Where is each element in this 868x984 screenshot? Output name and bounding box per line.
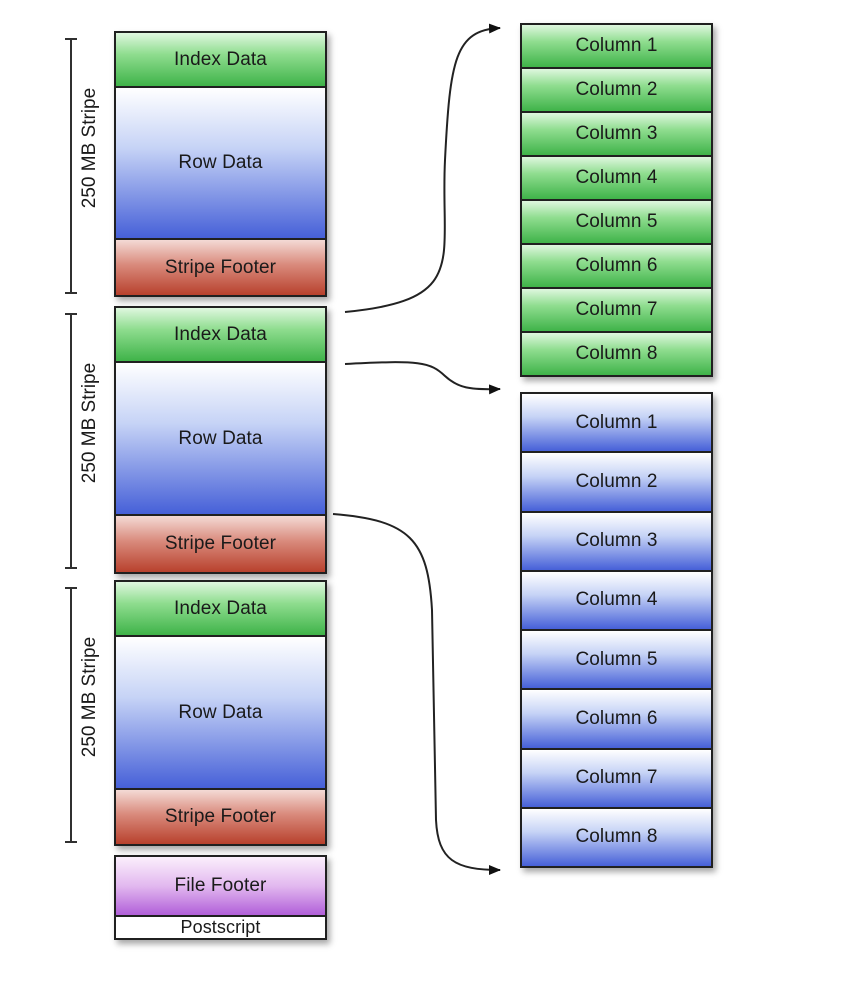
row-column-6: Column 6 <box>522 690 711 750</box>
row-column-3: Column 3 <box>522 512 711 572</box>
stripe-1-label: 250 MB Stripe <box>79 87 100 209</box>
stripe-3-index-data: Index Data <box>116 582 325 637</box>
arrow-footer-to-columns <box>332 513 501 875</box>
index-column-4: Column 4 <box>522 157 711 201</box>
stripe-3-bracket <box>65 587 84 843</box>
index-column-7: Column 7 <box>522 289 711 333</box>
file-footer: File Footer <box>116 857 325 917</box>
index-column-1: Column 1 <box>522 25 711 69</box>
row-column-4: Column 4 <box>522 571 711 631</box>
stripe-1: Index Data Row Data Stripe Footer <box>114 31 327 297</box>
stripe-2-bracket <box>65 313 84 569</box>
index-column-6: Column 6 <box>522 245 711 289</box>
row-column-8: Column 8 <box>522 808 711 866</box>
row-column-1: Column 1 <box>522 394 711 454</box>
stripe-1-row-data: Row Data <box>116 88 325 240</box>
row-column-5: Column 5 <box>522 631 711 691</box>
stripe-3-stripe-footer: Stripe Footer <box>116 790 325 844</box>
stripe-1-bracket <box>65 38 84 294</box>
stripe-2-index-data: Index Data <box>116 308 325 363</box>
index-column-8: Column 8 <box>522 333 711 375</box>
row-column-7: Column 7 <box>522 749 711 809</box>
stripe-3-row-data: Row Data <box>116 637 325 790</box>
stripe-2: Index Data Row Data Stripe Footer <box>114 306 327 574</box>
index-column-2: Column 2 <box>522 69 711 113</box>
index-column-5: Column 5 <box>522 201 711 245</box>
row-columns: Column 1 Column 2 Column 3 Column 4 Colu… <box>520 392 713 868</box>
stripe-2-stripe-footer: Stripe Footer <box>116 516 325 572</box>
stripe-3: Index Data Row Data Stripe Footer <box>114 580 327 846</box>
file-footer-block: File Footer Postscript <box>114 855 327 940</box>
postscript: Postscript <box>116 917 325 938</box>
row-column-2: Column 2 <box>522 453 711 513</box>
stripe-2-row-data: Row Data <box>116 363 325 516</box>
index-columns: Column 1 Column 2 Column 3 Column 4 Colu… <box>520 23 713 377</box>
arrow-index-to-columns <box>344 23 501 313</box>
stripe-2-label: 250 MB Stripe <box>79 362 100 484</box>
arrow-row-to-columns <box>344 361 501 395</box>
stripe-1-index-data: Index Data <box>116 33 325 88</box>
stripe-3-label: 250 MB Stripe <box>79 636 100 758</box>
stripe-1-stripe-footer: Stripe Footer <box>116 240 325 295</box>
index-column-3: Column 3 <box>522 113 711 157</box>
